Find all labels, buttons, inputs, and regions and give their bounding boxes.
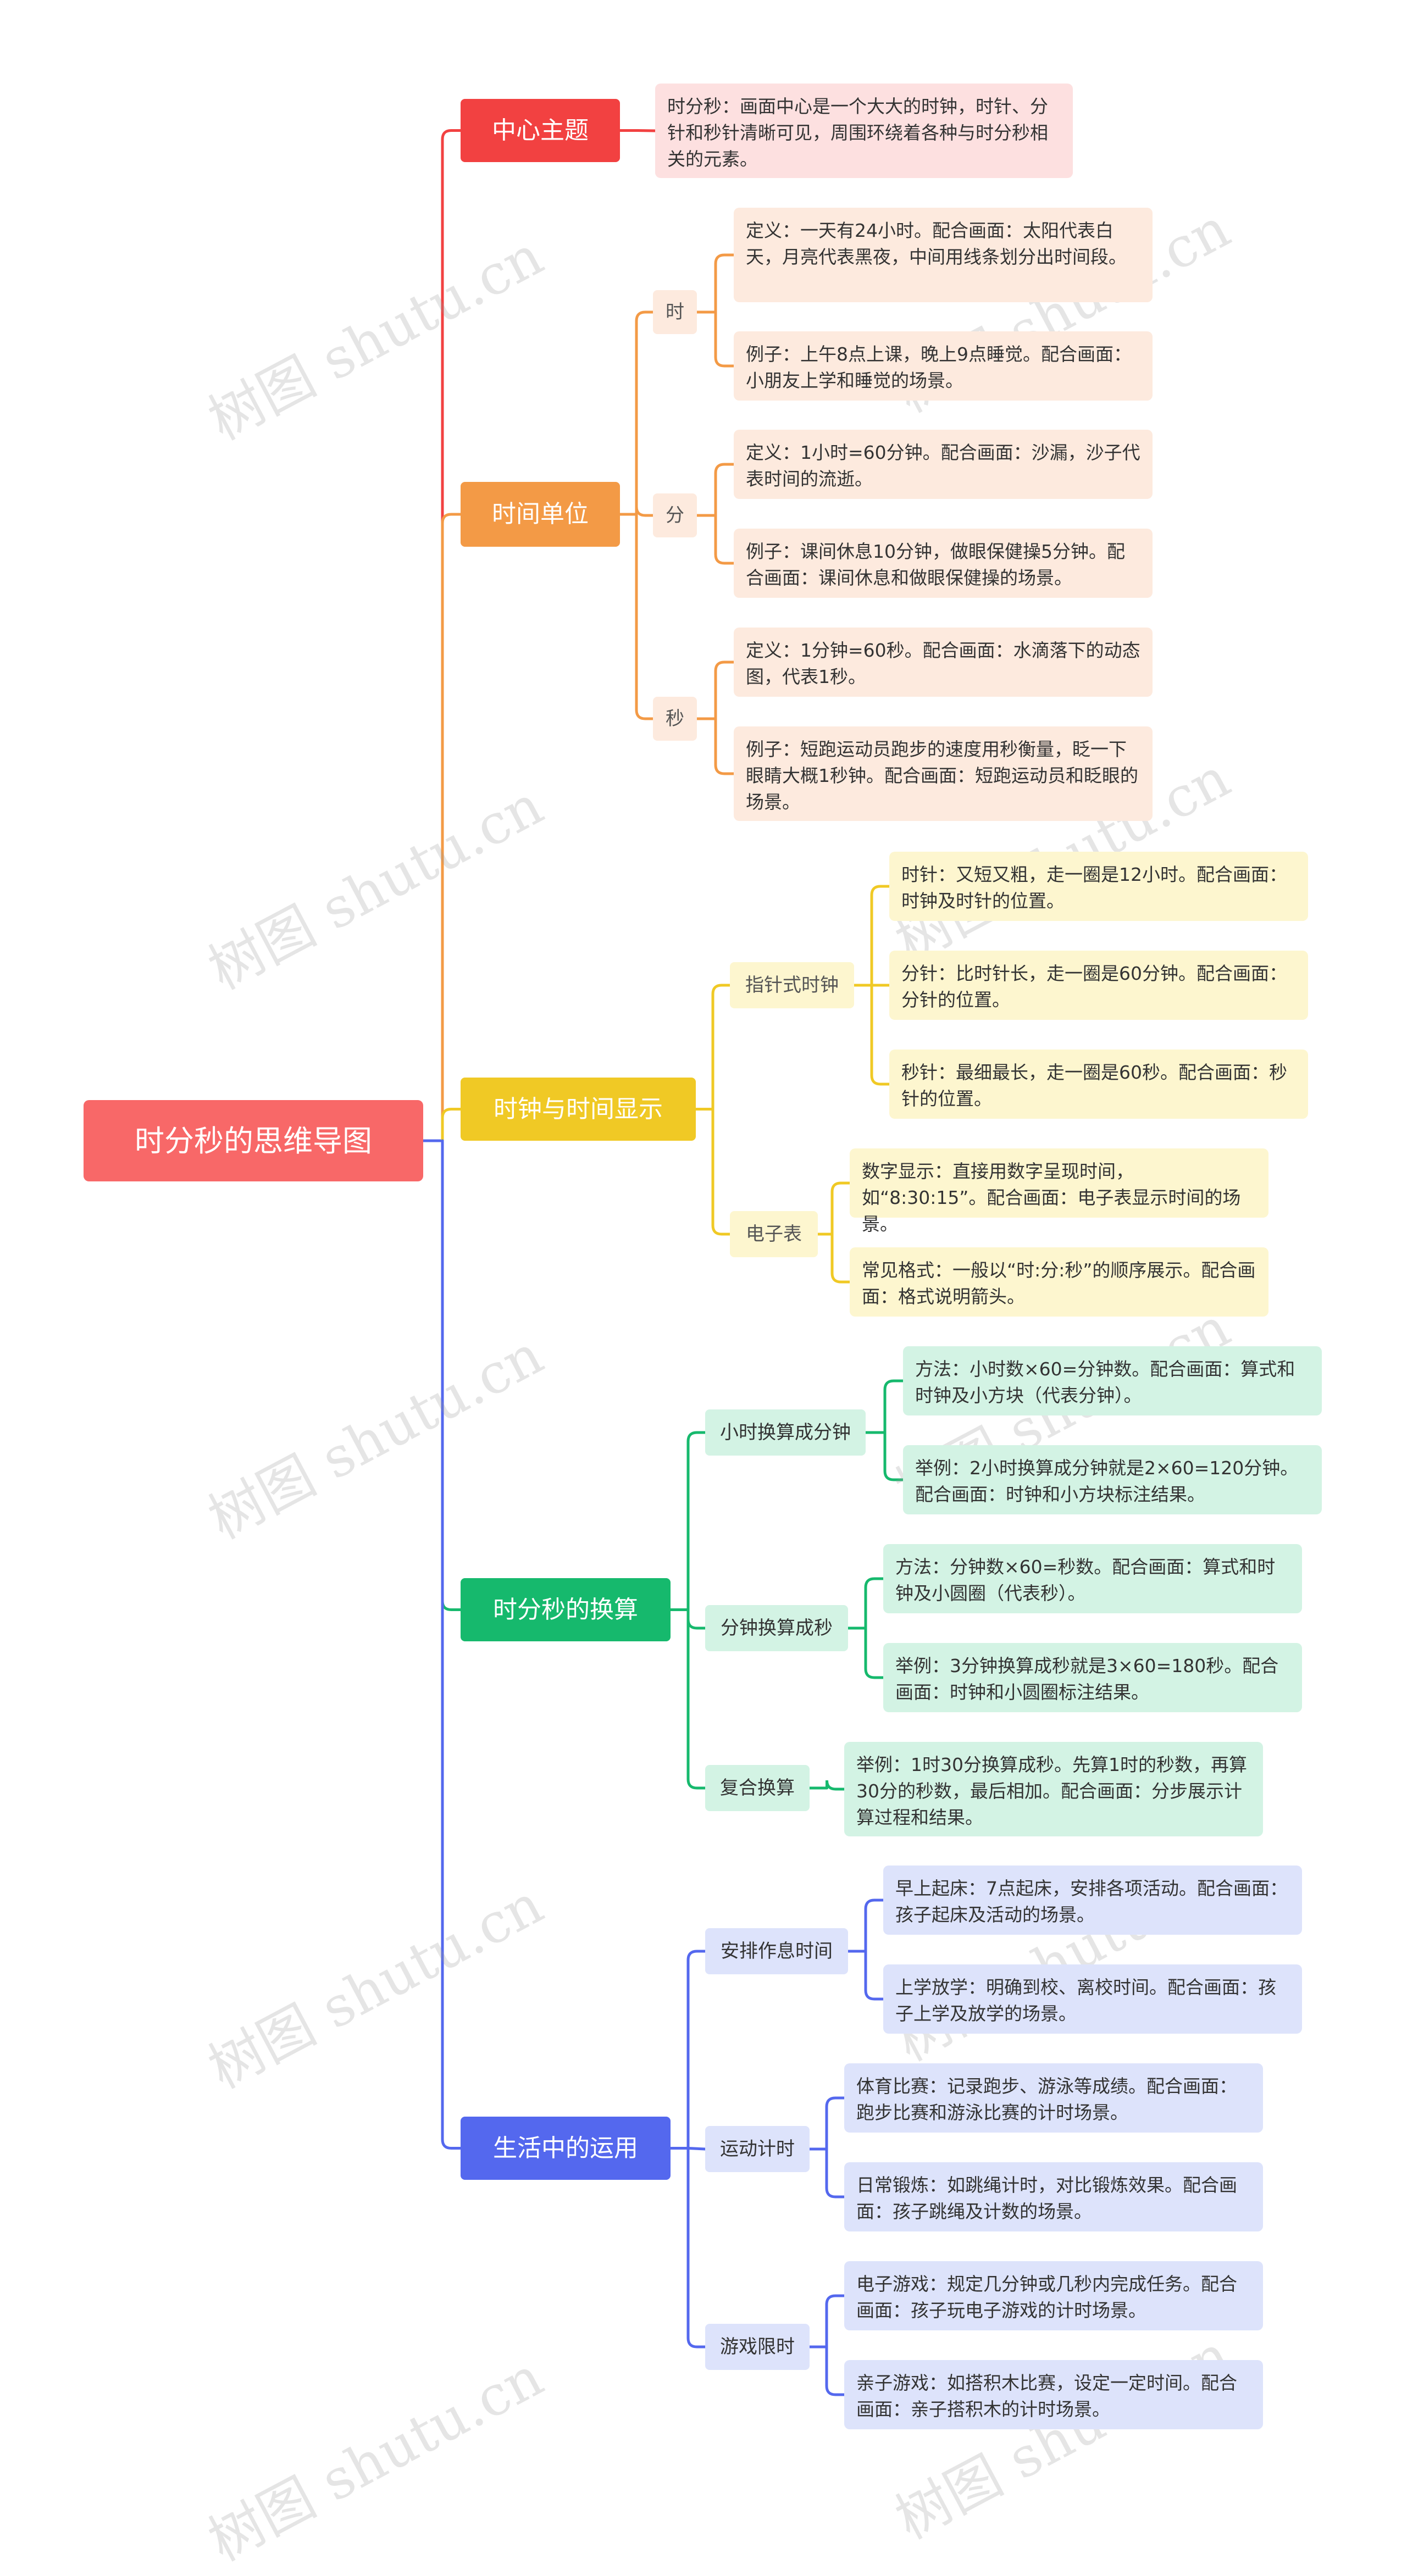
- connector-line: [864, 1577, 885, 1630]
- connector-line: [825, 2294, 846, 2349]
- sub-node-second[interactable]: 秒: [653, 697, 697, 741]
- sub-node-schedule[interactable]: 安排作息时间: [705, 1928, 848, 1974]
- connector-line: [714, 253, 735, 314]
- connector-line: [635, 310, 655, 516]
- leaf-node[interactable]: 电子游戏：规定几分钟或几秒内完成任务。配合画面：孩子玩电子游戏的计时场景。: [844, 2261, 1263, 2330]
- leaf-node[interactable]: 分针：比时针长，走一圈是60分钟。配合画面：分针的位置。: [889, 951, 1308, 1020]
- leaf-node[interactable]: 秒针：最细最长，走一圈是60秒。配合画面：秒针的位置。: [889, 1050, 1308, 1119]
- leaf-node[interactable]: 定义：1分钟=60秒。配合画面：水滴落下的动态图，代表1秒。: [734, 628, 1153, 697]
- leaf-node[interactable]: 时针：又短又粗，走一圈是12小时。配合画面：时钟及时针的位置。: [889, 852, 1308, 921]
- leaf-node[interactable]: 体育比赛：记录跑步、游泳等成绩。配合画面：跑步比赛和游泳比赛的计时场景。: [844, 2063, 1263, 2133]
- branch-clock-display[interactable]: 时钟与时间显示: [461, 1078, 696, 1141]
- sub-node-compound-conversion[interactable]: 复合换算: [705, 1765, 810, 1811]
- connector-line: [826, 1780, 846, 1791]
- sub-node-analog-clock[interactable]: 指针式时钟: [730, 962, 854, 1008]
- connector-line: [714, 660, 735, 720]
- connector-line: [825, 2345, 846, 2396]
- connector-line: [686, 1608, 707, 1790]
- connector-line: [864, 1950, 885, 2001]
- connector-line: [714, 310, 735, 368]
- connector-line: [686, 1950, 707, 2150]
- connector-line: [870, 885, 891, 987]
- leaf-node[interactable]: 举例：1时30分换算成秒。先算1时的秒数，再算30分的秒数，最后相加。配合画面：…: [844, 1742, 1263, 1836]
- connector-line: [864, 1626, 885, 1679]
- leaf-node[interactable]: 例子：课间休息10分钟，做眼保健操5分钟。配合画面：课间休息和做眼保健操的场景。: [734, 529, 1153, 598]
- mindmap-canvas: 树图 shutu.cn 树图 shutu.cn 树图 shutu.cn 树图 s…: [84, 84, 1322, 2574]
- connector-line: [825, 2096, 846, 2151]
- leaf-node[interactable]: 时分秒：画面中心是一个大大的时钟，时针、分针和秒针清晰可见，周围环绕着各种与时分…: [655, 84, 1073, 178]
- connector-line: [441, 1108, 462, 1142]
- connector-line: [870, 984, 891, 1086]
- connector-line: [441, 513, 462, 1142]
- branch-conversion[interactable]: 时分秒的换算: [461, 1578, 671, 1641]
- root-topic[interactable]: 时分秒的思维导图: [84, 1100, 423, 1181]
- sub-node-sports-timing[interactable]: 运动计时: [705, 2126, 810, 2172]
- connector-lines: [422, 129, 905, 2396]
- leaf-node[interactable]: 日常锻炼：如跳绳计时，对比锻炼效果。配合画面：孩子跳绳及计数的场景。: [844, 2162, 1263, 2231]
- leaf-node[interactable]: 举例：3分钟换算成秒就是3×60=180秒。配合画面：时钟和小圆圈标注结果。: [883, 1643, 1302, 1712]
- connector-line: [883, 1379, 905, 1434]
- connector-line: [686, 2147, 707, 2151]
- leaf-node[interactable]: 亲子游戏：如搭积木比赛，设定一定时间。配合画面：亲子搭积木的计时场景。: [844, 2360, 1263, 2429]
- leaf-node[interactable]: 常见格式：一般以“时:分:秒”的顺序展示。配合画面：格式说明箭头。: [850, 1247, 1268, 1317]
- leaf-node[interactable]: 定义：1小时=60分钟。配合画面：沙漏，沙子代表时间的流逝。: [734, 430, 1153, 499]
- sub-node-hour[interactable]: 时: [653, 290, 697, 334]
- sub-node-minutes-to-seconds[interactable]: 分钟换算成秒: [705, 1605, 848, 1651]
- branch-daily-use[interactable]: 生活中的运用: [461, 2117, 671, 2180]
- connector-line: [864, 1898, 885, 1953]
- sub-node-minute[interactable]: 分: [653, 493, 697, 537]
- connector-line: [686, 2147, 707, 2349]
- connector-line: [825, 2147, 846, 2199]
- connector-line: [686, 1431, 707, 1611]
- leaf-node[interactable]: 早上起床：7点起床，安排各项活动。配合画面：孩子起床及活动的场景。: [883, 1866, 1302, 1935]
- leaf-node[interactable]: 举例：2小时换算成分钟就是2×60=120分钟。配合画面：时钟和小方块标注结果。: [903, 1445, 1322, 1514]
- connector-line: [441, 129, 462, 1142]
- connector-line: [635, 513, 655, 720]
- connector-line: [635, 506, 655, 517]
- leaf-node[interactable]: 例子：短跑运动员跑步的速度用秒衡量，眨一下眼睛大概1秒钟。配合画面：短跑运动员和…: [734, 726, 1153, 821]
- leaf-node[interactable]: 数字显示：直接用数字呈现时间，如“8:30:15”。配合画面：电子表显示时间的场…: [850, 1148, 1268, 1235]
- branch-time-units[interactable]: 时间单位: [461, 482, 620, 547]
- connector-line: [714, 717, 735, 775]
- connector-line: [441, 1139, 462, 1611]
- connector-line: [686, 1608, 707, 1630]
- connector-line: [711, 1108, 732, 1236]
- connector-line: [830, 1181, 851, 1236]
- leaf-node[interactable]: 例子：上午8点上课，晚上9点睡觉。配合画面：小朋友上学和睡觉的场景。: [734, 331, 1153, 401]
- branch-central-topic[interactable]: 中心主题: [461, 99, 620, 162]
- connector-line: [441, 1139, 462, 2150]
- sub-node-digital-watch[interactable]: 电子表: [730, 1211, 818, 1257]
- connector-line: [714, 514, 735, 565]
- connector-line: [883, 1431, 905, 1481]
- connector-line: [830, 1233, 851, 1284]
- connector-line: [711, 984, 732, 1111]
- leaf-node[interactable]: 方法：小时数×60=分钟数。配合画面：算式和时钟及小方块（代表分钟）。: [903, 1346, 1322, 1415]
- sub-node-hours-to-minutes[interactable]: 小时换算成分钟: [705, 1409, 866, 1456]
- leaf-node[interactable]: 方法：分钟数×60=秒数。配合画面：算式和时钟及小圆圈（代表秒）。: [883, 1544, 1302, 1613]
- sub-node-game-time-limit[interactable]: 游戏限时: [705, 2324, 810, 2370]
- leaf-node[interactable]: 定义：一天有24小时。配合画面：太阳代表白天，月亮代表黑夜，中间用线条划分出时间…: [734, 208, 1153, 302]
- connector-line: [714, 463, 735, 517]
- leaf-node[interactable]: 上学放学：明确到校、离校时间。配合画面：孩子上学及放学的场景。: [883, 1964, 1302, 2034]
